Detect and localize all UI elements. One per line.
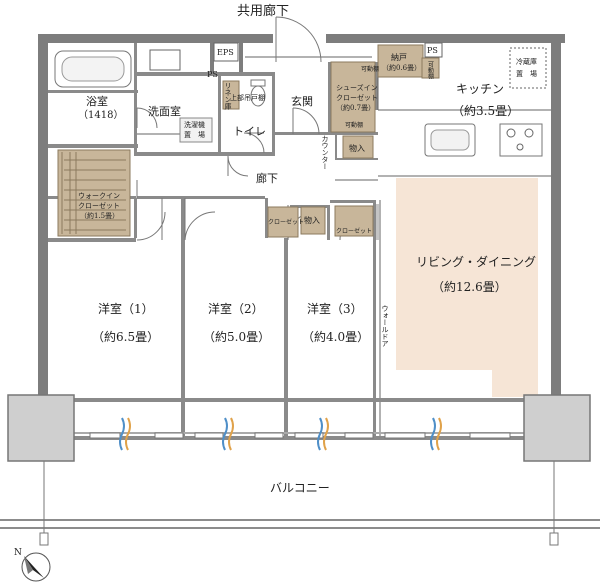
washer-icon bbox=[179, 117, 213, 143]
label-room1: 洋室（1） bbox=[98, 301, 154, 316]
utility-boxes bbox=[149, 42, 547, 89]
label-counter: カウンター bbox=[321, 135, 329, 170]
label-room2: 洋室（2） bbox=[208, 301, 264, 316]
label-pantry-size: （約0.6畳） bbox=[382, 63, 421, 72]
label-living: リビング・ダイニング bbox=[416, 254, 536, 269]
label-wic-size: （約1.5畳） bbox=[80, 211, 119, 220]
label-room3-size: （約4.0畳） bbox=[302, 329, 369, 344]
label-bath-size: （1418） bbox=[78, 109, 123, 121]
label-kitchen-size: （約3.5畳） bbox=[452, 103, 519, 118]
wic-shelves bbox=[61, 152, 126, 234]
label-balcony: バルコニー bbox=[270, 481, 330, 495]
label-washer-1: 洗濯機 bbox=[184, 120, 205, 129]
toilet-icon bbox=[250, 79, 266, 107]
label-north: N bbox=[14, 548, 22, 558]
label-shoes-size: （約0.7畳） bbox=[336, 103, 375, 112]
label-shoes-2: クローゼット bbox=[336, 93, 378, 102]
label-living-size: （約12.6畳） bbox=[432, 279, 507, 294]
label-entrance: 玄関 bbox=[291, 94, 313, 108]
living-dining-highlight bbox=[396, 178, 538, 397]
pillar-left bbox=[7, 394, 75, 462]
label-washroom: 洗面室 bbox=[148, 104, 181, 118]
label-upper-shelf: 上部吊戸棚 bbox=[230, 93, 265, 102]
linen-closet bbox=[222, 80, 240, 110]
label-wall-door: ウォールドア bbox=[381, 305, 389, 347]
label-common-corridor: 共用廊下 bbox=[237, 3, 289, 19]
closet-room3 bbox=[334, 205, 374, 237]
label-wic-1: ウォークイン bbox=[78, 192, 120, 200]
label-storage-1: 物入 bbox=[349, 143, 365, 153]
label-toilet: トイレ bbox=[233, 125, 266, 138]
kitchen-sink-icon bbox=[424, 123, 476, 157]
labels: 共用廊下 EPS PS PS 浴室 （1418） 洗面室 リネン庫 上部吊戸棚 … bbox=[14, 3, 537, 558]
label-movable-shelf-2: 可動棚 bbox=[345, 121, 363, 129]
label-pantry: 納戸 bbox=[391, 52, 407, 62]
label-fridge-2: 置 場 bbox=[516, 69, 537, 78]
label-eps: EPS bbox=[217, 48, 234, 57]
pantry bbox=[377, 44, 424, 78]
stove-icon bbox=[499, 123, 543, 157]
storage-mid bbox=[300, 206, 326, 235]
label-shoes-1: シューズイン bbox=[336, 83, 378, 92]
storage-hall bbox=[342, 135, 374, 159]
label-closet-2: クローゼット bbox=[336, 227, 372, 235]
bathtub-icon bbox=[54, 50, 132, 88]
outer-walls bbox=[38, 34, 565, 399]
label-fridge-1: 冷蔵庫 bbox=[516, 57, 537, 66]
closet-room2 bbox=[267, 206, 299, 238]
label-closet-1: クローゼット bbox=[268, 218, 304, 226]
balcony-structure bbox=[0, 394, 600, 546]
label-movable-shelf-1: 可動棚 bbox=[361, 65, 379, 73]
label-ps-top: PS bbox=[207, 70, 218, 79]
label-kitchen: キッチン bbox=[456, 82, 504, 96]
label-room3: 洋室（3） bbox=[307, 301, 363, 316]
pillar-right bbox=[523, 394, 591, 462]
label-storage-2: 物入 bbox=[304, 215, 320, 225]
label-corridor: 廊下 bbox=[256, 171, 278, 185]
label-room1-size: （約6.5畳） bbox=[92, 329, 159, 344]
label-linen: リネン庫 bbox=[224, 82, 232, 111]
label-ps-kitchen: PS bbox=[427, 46, 438, 55]
label-washer-2: 置 場 bbox=[184, 130, 205, 139]
north-arrow-icon bbox=[21, 552, 51, 582]
wall-door-marks bbox=[375, 204, 379, 240]
shoes-closet bbox=[330, 61, 376, 133]
pantry-shelf bbox=[421, 57, 440, 79]
label-room2-size: （約5.0畳） bbox=[203, 329, 270, 344]
airflow-icon bbox=[119, 417, 442, 451]
label-bath: 浴室 bbox=[86, 94, 108, 108]
label-movable-shelf-3: 可動棚 bbox=[427, 61, 434, 80]
label-wic-2: クローゼット bbox=[78, 201, 120, 210]
